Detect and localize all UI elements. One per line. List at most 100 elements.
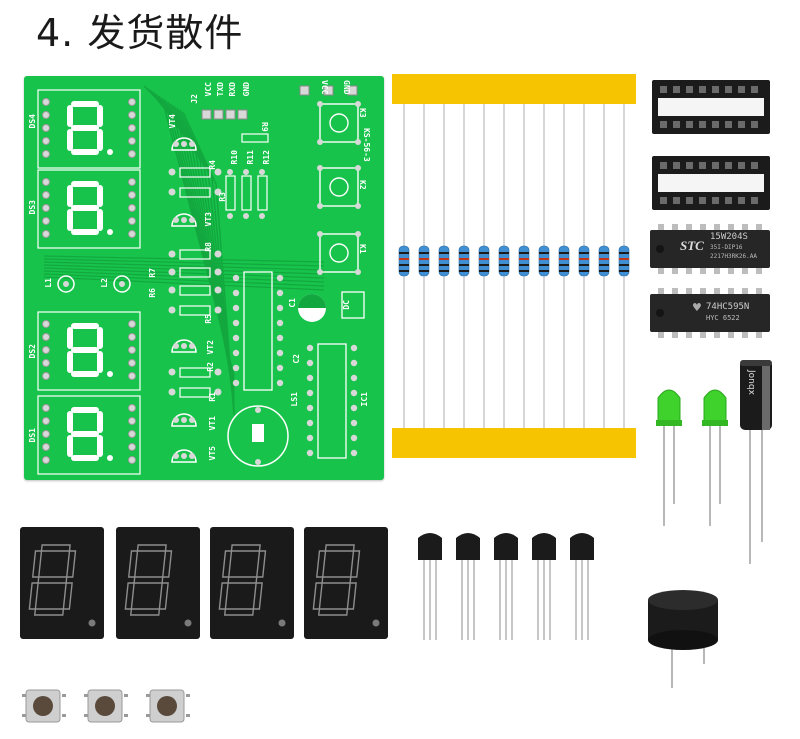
display-segment (312, 582, 323, 610)
display-segment (252, 582, 263, 610)
chip-body (650, 294, 770, 332)
pcb-display-outline (37, 395, 141, 475)
chip-pin (700, 330, 706, 338)
resistor-band (579, 270, 589, 272)
pcb-pad (42, 230, 50, 238)
pcb-pad (168, 268, 176, 276)
resistor-band (599, 264, 609, 266)
resistor-band (539, 264, 549, 266)
pcb-pad (42, 417, 50, 425)
tact-switch-cap (95, 696, 115, 716)
pcb-pad (128, 178, 136, 186)
pcb-label-r2: R2 (206, 362, 215, 372)
pcb-label-j2: J2 (190, 94, 199, 104)
pcb-label-ds3: DS3 (28, 200, 37, 215)
resistor-band (599, 270, 609, 272)
pcb-pad (276, 319, 284, 327)
tact-switch-leg (124, 694, 128, 697)
pcb-trace (167, 101, 235, 401)
transistor (570, 533, 594, 560)
resistor-band (519, 264, 529, 266)
pcb-pad (232, 364, 240, 372)
pcb-pad (243, 169, 249, 175)
pcb-pad (173, 453, 179, 459)
pcb-trace (170, 103, 235, 404)
pcb-label-l1: L1 (44, 278, 53, 288)
pcb-pad (355, 139, 361, 145)
socket-hole (699, 121, 706, 128)
socket-hole (725, 162, 732, 169)
chip-pin (714, 288, 720, 296)
pcb-pad (42, 204, 50, 212)
socket-hole (660, 121, 667, 128)
resistor-band (419, 258, 429, 260)
pcb-pad (128, 443, 136, 451)
resistor-band (419, 252, 429, 254)
pcb-pad (128, 124, 136, 132)
pcb-trace (43, 258, 325, 267)
capacitor-body (740, 360, 772, 564)
pcb-pad (214, 286, 222, 294)
pcb-pin-vcc: VCC (204, 82, 213, 97)
chip-pin (714, 330, 720, 338)
pcb-pin-txd: TXD (216, 82, 225, 97)
resistor-band (459, 252, 469, 254)
pcb-pad (227, 213, 233, 219)
pcb-header-pad (201, 109, 212, 120)
tact-switch-leg (186, 714, 190, 717)
pcb-pad (181, 417, 187, 423)
socket-hole (660, 162, 667, 169)
display-segment (28, 582, 39, 610)
pcb-pad (128, 372, 136, 380)
pcb-pad (42, 346, 50, 354)
pcb-dc-outline (341, 291, 365, 319)
chip-pin (756, 266, 762, 274)
pcb-pad (214, 388, 222, 396)
display-dot (278, 619, 286, 627)
pcb-pad (355, 203, 361, 209)
resistor-band (599, 258, 609, 260)
chip-notch (656, 245, 664, 253)
socket-hole (725, 121, 732, 128)
chip-pin (672, 266, 678, 274)
shift-register-chip: ♥ 74HC595N HYC 6522 (648, 288, 772, 338)
display-segment (223, 608, 255, 616)
pcb-buzzer-outline (227, 405, 289, 467)
mcu-line3: 2217H3RK26.AA (710, 253, 757, 260)
resistor-band (479, 264, 489, 266)
pcb-trace (176, 107, 235, 410)
resistor-band (479, 270, 489, 272)
pcb-pad (276, 334, 284, 342)
pcb-resistor-outline (241, 175, 252, 211)
resistor-band (459, 270, 469, 272)
socket-hole (712, 197, 719, 204)
pcb-button-circle (329, 243, 349, 263)
pcb-pad (276, 364, 284, 372)
pcb-digit-dot (107, 455, 113, 461)
display-segment (161, 550, 173, 578)
pcb-transistor-outline (171, 213, 197, 227)
socket-hole (686, 162, 693, 169)
heart-logo-icon: ♥ (692, 301, 702, 314)
pcb-pad (42, 359, 50, 367)
pcb-pad (317, 139, 323, 145)
pcb-ic1-outline (317, 343, 347, 459)
pcb-label-k2: K2 (358, 180, 367, 190)
resistor-band (519, 270, 529, 272)
socket-hole (738, 86, 745, 93)
buzzer (648, 590, 718, 688)
pcb-pad (181, 217, 187, 223)
chip-pin (756, 330, 762, 338)
pcb-pad (306, 389, 314, 397)
pcb-pad (306, 419, 314, 427)
chip-pin (672, 288, 678, 296)
pcb-pad (306, 374, 314, 382)
pcb-pad (350, 359, 358, 367)
tact-switch-leg (84, 714, 88, 717)
display-segment (349, 550, 361, 578)
pcb-resistor-outline (179, 305, 211, 316)
pcb-transistor-outline (171, 413, 197, 427)
pcb-pad (128, 137, 136, 145)
tape-bottom (392, 428, 636, 458)
socket-hole (725, 197, 732, 204)
